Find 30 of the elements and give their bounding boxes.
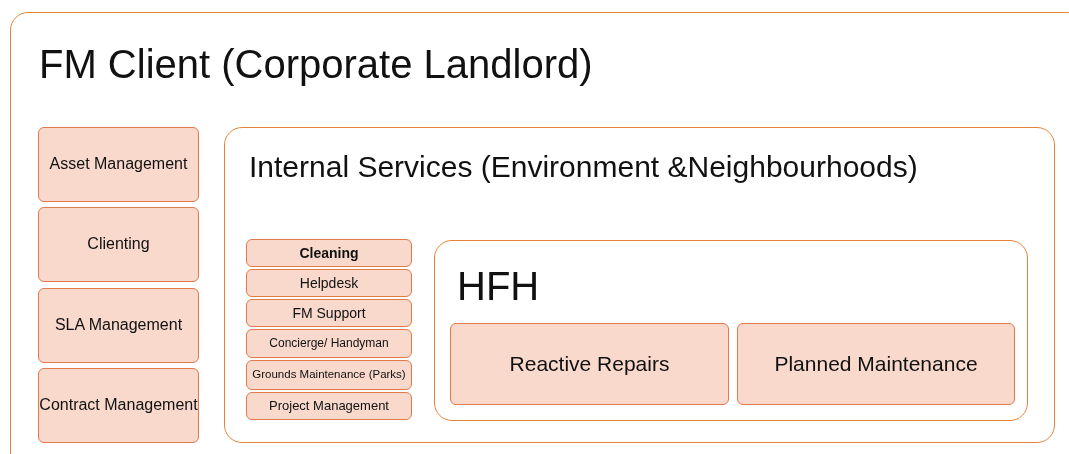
group-box: [224, 127, 1055, 443]
process-box: [450, 323, 729, 405]
box-label: FM Support: [292, 304, 366, 322]
process-box: [246, 299, 412, 327]
box-label: Grounds Maintenance (Parks): [252, 368, 406, 382]
process-box: [246, 360, 412, 390]
box-label: Helpdesk: [299, 274, 359, 292]
process-box: [737, 323, 1015, 405]
process-box: [246, 392, 412, 420]
process-box: [38, 368, 199, 443]
process-box: [38, 127, 199, 202]
process-box: [38, 288, 199, 363]
box-label: Asset Management: [49, 155, 188, 174]
process-box: [246, 239, 412, 267]
box-label: Planned Maintenance: [774, 351, 978, 377]
box-label: Project Management: [269, 398, 389, 414]
group-box: [10, 12, 1069, 454]
process-box: [38, 207, 199, 282]
group-box: [434, 240, 1028, 421]
group-heading: Internal Services (Environment &Neighbourhoods): [249, 150, 918, 185]
process-box: [246, 269, 412, 297]
box-label: Contract Management: [39, 396, 198, 415]
process-box: [246, 329, 412, 358]
box-label: Clienting: [87, 235, 150, 254]
box-label: Reactive Repairs: [509, 351, 670, 377]
box-label: SLA Management: [54, 316, 183, 335]
box-label: Concierge/ Handyman: [269, 336, 389, 351]
box-label: Cleaning: [299, 244, 359, 262]
group-heading: FM Client (Corporate Landlord): [39, 41, 593, 87]
group-heading: HFH: [457, 263, 540, 309]
